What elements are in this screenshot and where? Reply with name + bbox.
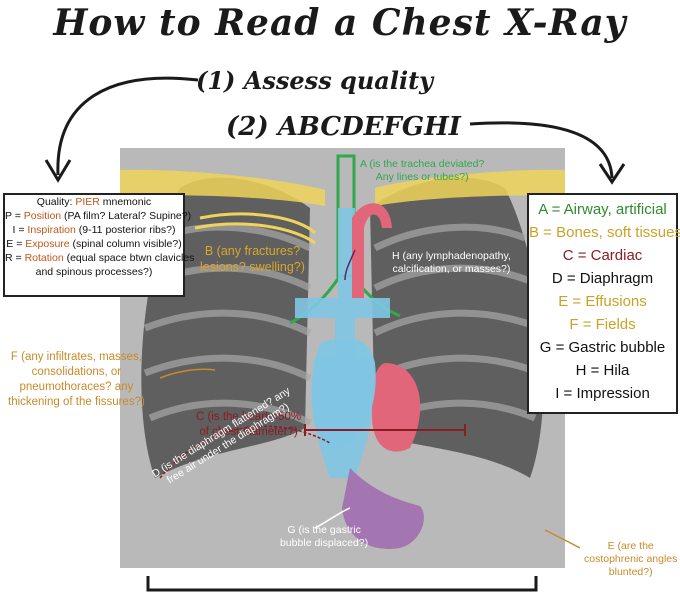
abc-item-e: E = Effusions bbox=[558, 293, 647, 310]
quality-rotation-cont: and spinous processes?) bbox=[35, 266, 153, 278]
step-assess-quality: (1) Assess quality bbox=[196, 66, 434, 95]
abc-item-h: H = Hila bbox=[575, 362, 630, 379]
diaphragm-line bbox=[159, 425, 331, 479]
right-clavicle bbox=[375, 169, 565, 206]
bottom-bracket bbox=[146, 576, 538, 592]
quality-rotation: R = Rotation (equal space btwn clavicles bbox=[5, 252, 195, 264]
quality-pier-box: Quality: PIER mnemonic P = Position (PA … bbox=[3, 193, 195, 297]
gastric-bubble bbox=[342, 468, 424, 549]
aortic-arch bbox=[352, 203, 392, 298]
annotation-airway: A (is the trachea deviated? Any lines or… bbox=[360, 158, 485, 183]
quality-title: Quality: PIER mnemonic bbox=[36, 196, 152, 208]
quality-inspiration: I = Inspiration (9-11 posterior ribs?) bbox=[12, 224, 176, 236]
right-atrium bbox=[311, 338, 376, 448]
annotation-hila: H (any lymphadenopathy, calcification, o… bbox=[392, 250, 511, 275]
abc-item-g: G = Gastric bubble bbox=[539, 339, 666, 356]
abc-item-b: B = Bones, soft tissues bbox=[529, 224, 680, 241]
abc-item-d: D = Diaphragm bbox=[551, 270, 654, 287]
arrow-head-left bbox=[44, 159, 72, 183]
quality-exposure: E = Exposure (spinal column visible?) bbox=[6, 238, 182, 250]
arrow-to-abc bbox=[469, 121, 614, 179]
left-rib-highlight-2 bbox=[194, 222, 316, 245]
annotation-bones: B (any fractures? lesions? swelling?) bbox=[200, 244, 305, 274]
arrow-to-quality bbox=[56, 76, 199, 176]
quality-position: P = Position (PA film? Lateral? Supine?) bbox=[5, 210, 192, 222]
ribs bbox=[143, 223, 542, 427]
abc-item-f: F = Fields bbox=[569, 316, 636, 333]
left-rib-highlight bbox=[199, 212, 317, 235]
annotation-effusions: E (are the costophrenic angles blunted?) bbox=[584, 540, 678, 578]
abcdefghi-box: A = Airway, artificial B = Bones, soft t… bbox=[527, 193, 680, 414]
abc-item-c: C = Cardiac bbox=[562, 247, 643, 264]
annotation-cardiac: C (is the heart <50% of chest diameter?) bbox=[196, 411, 302, 438]
abc-item-i: I = Impression bbox=[555, 385, 650, 402]
abc-item-a: A = Airway, artificial bbox=[538, 201, 667, 218]
arrow-head-right bbox=[598, 163, 626, 185]
annotation-fields: F (any infiltrates, masses, consolidatio… bbox=[8, 351, 145, 408]
annotation-gastric: G (is the gastric bubble displaced?) bbox=[280, 524, 369, 549]
heading-arrows bbox=[44, 76, 626, 185]
page-title: How to Read a Chest X-Ray bbox=[53, 2, 627, 44]
left-clavicle bbox=[120, 169, 325, 206]
step-abcdefghi: (2) ABCDEFGHI bbox=[226, 112, 461, 142]
